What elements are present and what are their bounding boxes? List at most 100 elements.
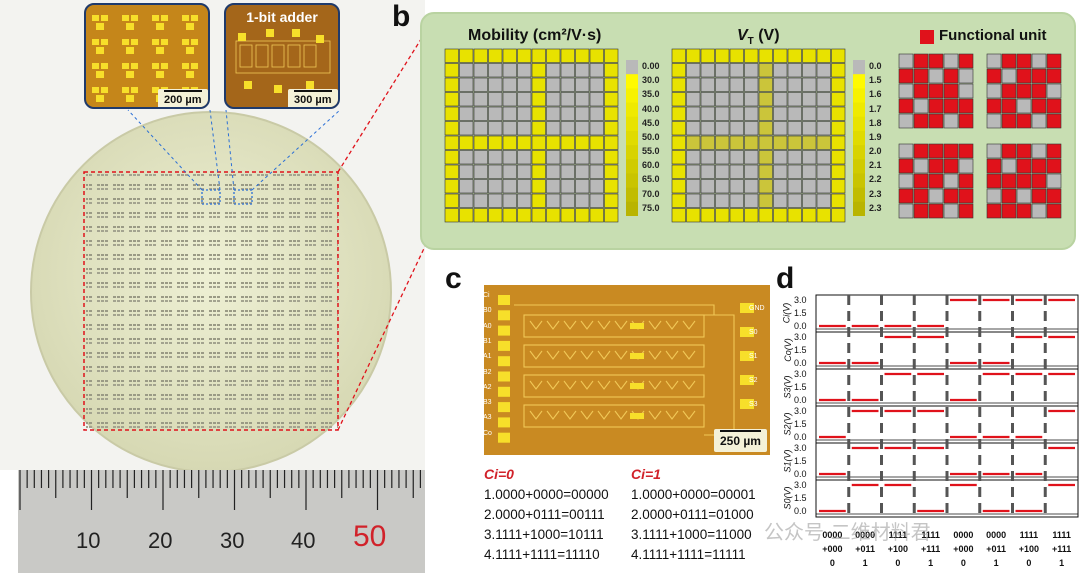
x-tick-line: 0	[829, 558, 835, 568]
map-cell	[575, 48, 590, 63]
map-cell	[444, 92, 459, 107]
map-cell	[729, 179, 744, 194]
colorbar-tick-label: 2.1	[869, 160, 882, 171]
map-cell	[744, 193, 759, 208]
map-cell	[546, 164, 561, 179]
map-cell	[473, 48, 488, 63]
map-cell	[700, 48, 715, 63]
device-pad	[96, 23, 104, 30]
y-tick-label: 1.5	[794, 382, 807, 392]
map-cell	[715, 164, 730, 179]
y-tick-label: 1.5	[794, 456, 807, 466]
functional-unit-cell	[1016, 98, 1032, 114]
mobility-map	[444, 48, 619, 223]
y-tick-label: 3.0	[794, 369, 807, 379]
map-cell	[575, 106, 590, 121]
map-cell	[502, 179, 517, 194]
map-cell	[700, 77, 715, 92]
ci1-equation: 4.1111+1111=11111	[631, 547, 746, 562]
functional-unit-cell	[928, 173, 944, 189]
map-cell	[604, 193, 619, 208]
x-tick-line: 0000	[953, 530, 974, 540]
map-cell	[802, 135, 817, 150]
map-cell	[560, 208, 575, 223]
map-cell	[517, 63, 532, 78]
map-cell	[575, 63, 590, 78]
functional-unit-cell	[958, 203, 974, 219]
colorbar-tick-label: 65.0	[642, 174, 660, 185]
map-cell	[773, 63, 788, 78]
map-cell	[575, 77, 590, 92]
colorbar-segment	[853, 102, 865, 118]
colorbar-segment	[853, 74, 865, 89]
x-tick-line: +111	[1051, 544, 1072, 554]
map-cell	[459, 48, 474, 63]
map-cell	[802, 77, 817, 92]
ruler-label: 10	[76, 528, 101, 553]
transistor-trace	[614, 410, 628, 420]
functional-unit-cell	[958, 98, 974, 114]
pad-label: A2	[483, 383, 492, 391]
pad-label: GND	[749, 305, 765, 312]
map-cell	[459, 208, 474, 223]
functional-unit-cell	[1031, 173, 1047, 189]
chip-pad	[740, 303, 754, 313]
chip-pad	[740, 399, 754, 409]
map-cell	[531, 164, 546, 179]
map-cell	[802, 164, 817, 179]
x-tick-line: 1111	[1019, 530, 1039, 540]
colorbar-segment	[853, 130, 865, 146]
map-cell	[531, 92, 546, 107]
pad-label: A3	[483, 414, 492, 422]
transistor-trace	[682, 410, 696, 420]
functional-unit-cell	[958, 143, 974, 159]
functional-unit-cell	[1031, 98, 1047, 114]
functional-unit-cell	[958, 113, 974, 129]
functional-unit-cell	[898, 98, 914, 114]
map-cell	[758, 77, 773, 92]
map-cell	[560, 106, 575, 121]
map-cell	[473, 150, 488, 165]
colorbar-tick-label: 45.0	[642, 117, 660, 128]
map-cell	[589, 179, 604, 194]
map-cell	[787, 63, 802, 78]
adder-pad	[306, 81, 314, 89]
y-axis-label: S1(V)	[782, 448, 793, 473]
functional-unit-cell	[1001, 173, 1017, 189]
map-cell	[686, 106, 701, 121]
map-cell	[517, 135, 532, 150]
functional-unit-cell	[928, 113, 944, 129]
colorbar-tick-label: 75.0	[642, 202, 660, 213]
x-tick-line: 0	[895, 558, 901, 568]
map-cell	[831, 164, 846, 179]
transistor-trace	[614, 350, 628, 360]
functional-unit-legend-swatch	[920, 30, 934, 44]
ci0-equation: 1.0000+0000=00000	[484, 487, 609, 502]
map-cell	[831, 208, 846, 223]
adder-circuit-traces	[235, 40, 331, 74]
colorbar-segment	[626, 130, 638, 146]
transistor-trace	[682, 380, 696, 390]
transistor-trace	[597, 380, 611, 390]
map-cell	[589, 208, 604, 223]
pad-label: A1	[483, 353, 492, 361]
colorbar-segment	[626, 201, 638, 216]
map-cell	[473, 179, 488, 194]
functional-unit-cell	[1001, 98, 1017, 114]
map-cell	[604, 150, 619, 165]
transistor-trace	[648, 380, 662, 390]
device-pad	[191, 63, 198, 69]
map-cell	[560, 63, 575, 78]
scale-label: 300 µm	[294, 94, 332, 106]
map-cell	[715, 121, 730, 136]
transistor-trace	[580, 380, 594, 390]
ruler-label: 50	[353, 520, 387, 553]
map-cell	[459, 135, 474, 150]
map-cell	[758, 135, 773, 150]
transistor-trace	[665, 410, 679, 420]
device-pad	[131, 15, 138, 21]
functional-unit-cell	[1001, 53, 1017, 69]
map-cell	[816, 77, 831, 92]
pad-label: S3	[749, 401, 758, 408]
map-cell	[700, 193, 715, 208]
